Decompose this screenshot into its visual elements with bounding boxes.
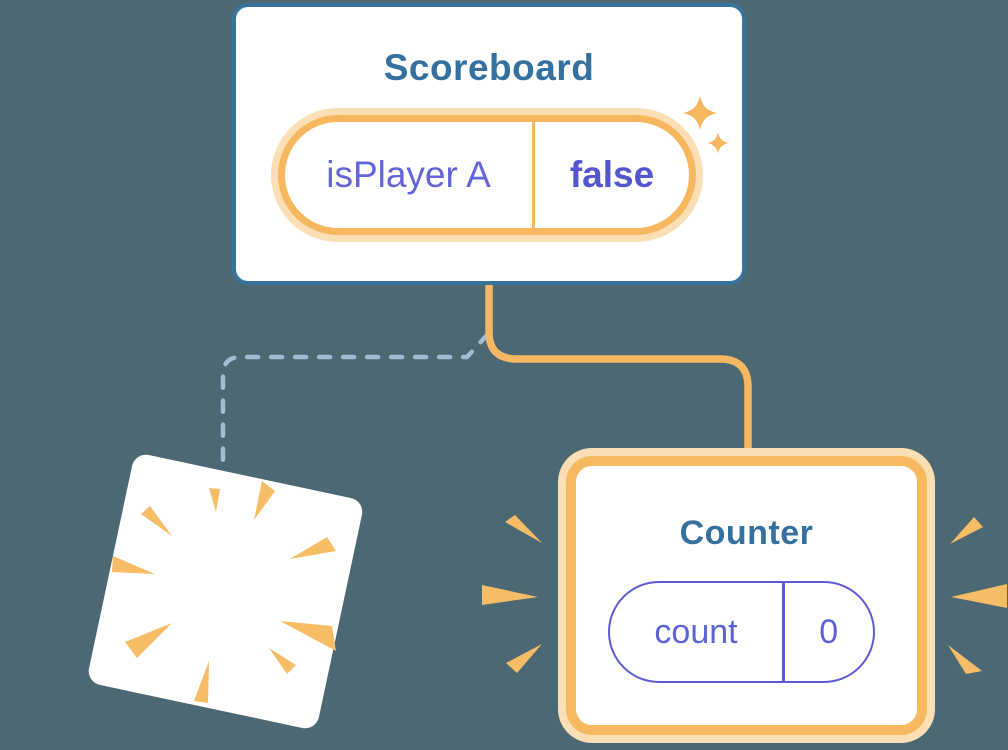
state-pill-label: count [654, 612, 738, 651]
state-pill-value: 0 [819, 612, 839, 651]
state-pill-label: isPlayer A [326, 154, 491, 195]
active-connector-line [485, 276, 752, 456]
counter-card: Counter count 0 [566, 456, 927, 735]
burst-right-icon [948, 517, 1007, 674]
destroyed-connector-line [220, 331, 491, 468]
scoreboard-title: Scoreboard [383, 47, 595, 88]
counter-title: Counter [679, 514, 814, 552]
destroyed-card [86, 452, 365, 731]
scoreboard-card: Scoreboard isPlayer A false [232, 3, 746, 285]
state-pill-divider [782, 583, 785, 681]
counter-state-pill: count 0 [608, 581, 875, 683]
state-pill-value: false [569, 154, 655, 195]
burst-left-icon [482, 515, 542, 673]
state-pill-divider [532, 122, 535, 228]
scoreboard-state-pill: isPlayer A false [278, 115, 696, 235]
